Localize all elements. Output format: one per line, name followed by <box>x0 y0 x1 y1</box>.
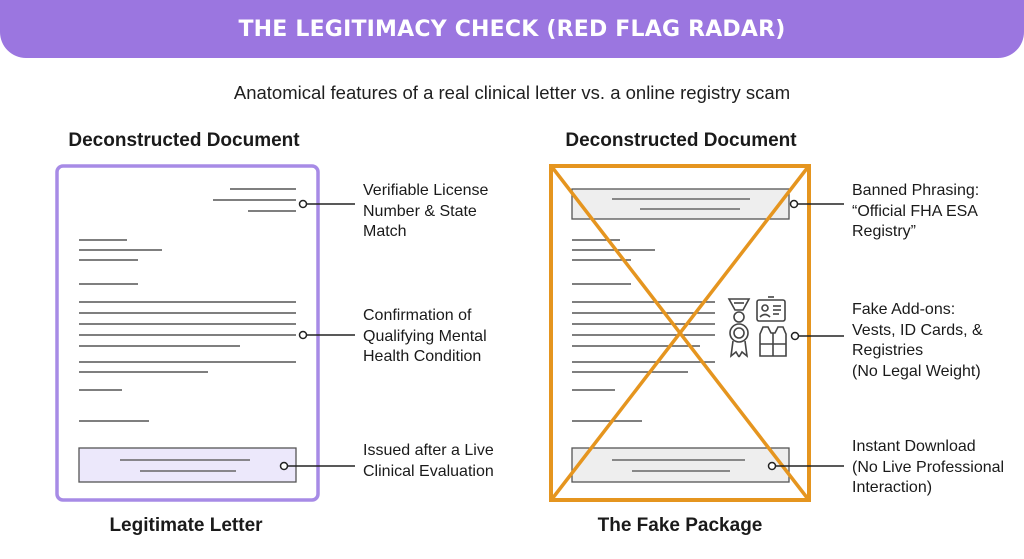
left-heading: Deconstructed Document <box>68 130 300 151</box>
callout-license-number: Verifiable License Number & State Match <box>363 182 489 240</box>
vest-icon <box>759 326 787 357</box>
subtitle: Anatomical features of a real clinical l… <box>233 82 791 103</box>
letter-text-lines <box>79 188 296 422</box>
right-callout-connectors <box>767 199 844 471</box>
red-flag-cross <box>550 165 810 501</box>
right-heading: Deconstructed Document <box>565 130 797 151</box>
callout-live-evaluation: Issued after a Live Clinical Evaluation <box>363 442 494 480</box>
callout-qualifying-condition: Confirmation of Qualifying Mental Health… <box>363 307 487 365</box>
callout-banned-phrasing: Banned Phrasing: “Official FHA ESA Regis… <box>852 182 980 240</box>
fake-text-lines <box>572 239 715 422</box>
left-caption: Legitimate Letter <box>109 515 263 536</box>
title-banner: THE LEGITIMACY CHECK (RED FLAG RADAR) <box>0 0 1024 58</box>
medal-icon <box>727 298 751 323</box>
fake-package-document <box>549 164 844 502</box>
right-caption: The Fake Package <box>597 515 763 536</box>
id-card-icon <box>756 296 786 322</box>
left-callout-connectors <box>279 199 355 471</box>
callout-instant-download: Instant Download (No Live Professional I… <box>852 438 1005 496</box>
legitimate-letter-document <box>55 164 355 502</box>
badge-ribbon-icon <box>729 323 749 358</box>
page-title: THE LEGITIMACY CHECK (RED FLAG RADAR) <box>238 16 786 42</box>
callout-fake-addons: Fake Add-ons: Vests, ID Cards, & Registr… <box>852 301 983 380</box>
